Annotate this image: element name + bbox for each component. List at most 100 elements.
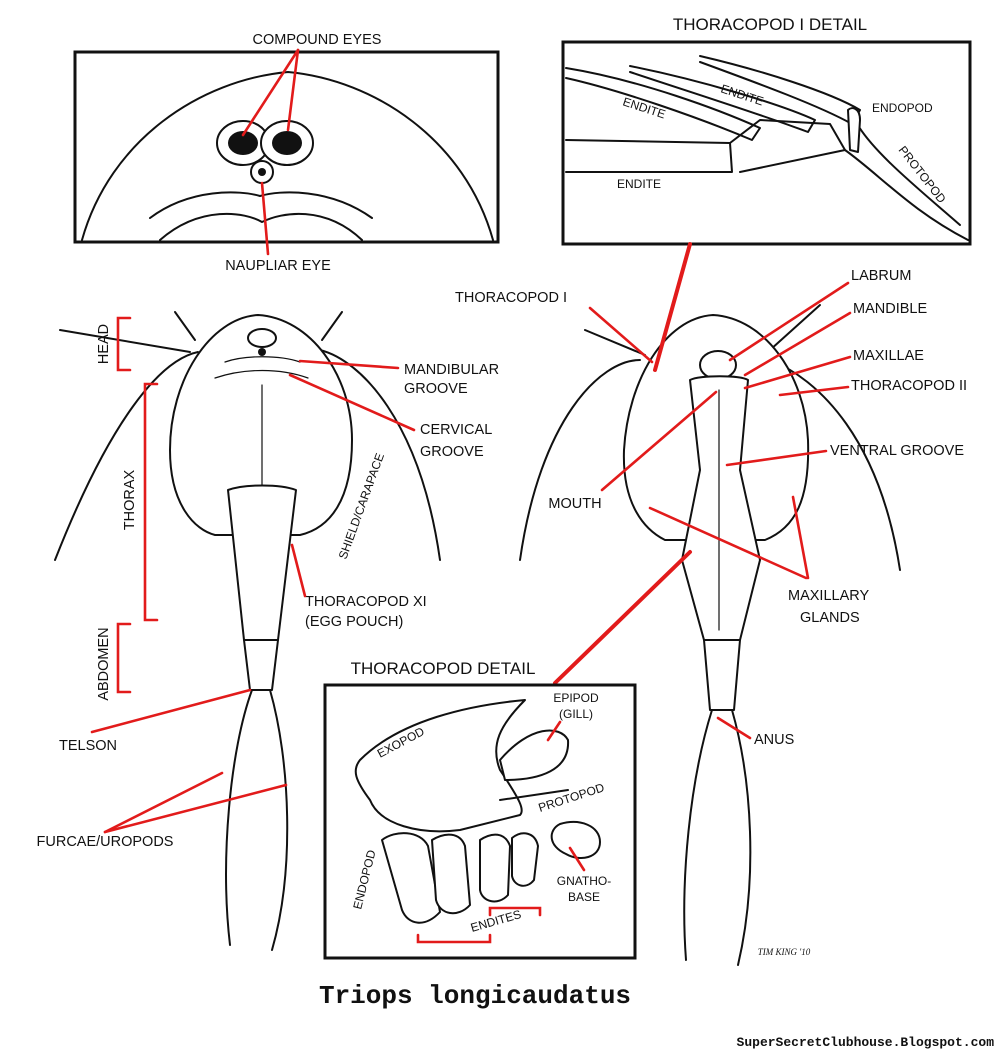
leader-naupliar-eye bbox=[260, 181, 270, 256]
label-gnathobase-2: BASE bbox=[568, 890, 600, 904]
label-thoracopod-xi-2: (EGG POUCH) bbox=[305, 614, 403, 630]
thoracopod-detail-title: THORACOPOD DETAIL bbox=[351, 659, 536, 678]
dorsal-eyes bbox=[247, 328, 277, 348]
bracket-thorax bbox=[143, 382, 159, 622]
label-mandible: MANDIBLE bbox=[853, 301, 927, 317]
leader-compound-eyes-right bbox=[286, 48, 300, 132]
naupliar-eye-dot bbox=[258, 168, 266, 176]
label-thoracopod-ii: THORACOPOD II bbox=[851, 378, 967, 394]
ventral-abdomen bbox=[703, 639, 741, 711]
dorsal-abdomen bbox=[243, 639, 279, 691]
label-labrum: LABRUM bbox=[851, 268, 911, 284]
endite-lobe-3 bbox=[479, 833, 511, 903]
endite-upper-short bbox=[699, 55, 861, 125]
label-furcae-uropods: FURCAE/UROPODS bbox=[37, 834, 174, 850]
dorsal-furca-left bbox=[225, 689, 253, 946]
label-maxillae: MAXILLAE bbox=[853, 348, 924, 364]
label-cervical-groove-1: CERVICAL bbox=[420, 422, 492, 438]
antenna-left-side bbox=[59, 329, 191, 353]
compound-eye-right-pupil bbox=[272, 131, 302, 155]
head-carapace-outline bbox=[81, 71, 494, 241]
label-anus: ANUS bbox=[754, 732, 794, 748]
endite-upper-long bbox=[565, 67, 761, 141]
leader-thoracopod-i bbox=[588, 306, 654, 364]
bracket-endites-left bbox=[416, 933, 492, 944]
head-inset: COMPOUND EYES NAUPLIAR EYE bbox=[73, 32, 500, 274]
thoracopod-one-detail-title: THORACOPOD I DETAIL bbox=[673, 15, 867, 34]
gnathobase-shape bbox=[550, 821, 601, 859]
dorsal-furca-right bbox=[269, 689, 289, 951]
leader-thoracopod-detail bbox=[553, 550, 692, 685]
leader-thoracopod-one-detail bbox=[653, 242, 692, 372]
species-name: Triops longicaudatus bbox=[319, 981, 631, 1011]
bracket-head bbox=[116, 316, 132, 372]
label-endopod-top: ENDOPOD bbox=[872, 101, 933, 115]
ventral-view: THORACOPOD I LABRUM MANDIBLE MAXILLAE TH… bbox=[455, 242, 967, 966]
label-naupliar-eye: NAUPLIAR EYE bbox=[225, 258, 331, 274]
leader-maxillary-glands-left bbox=[648, 506, 808, 580]
protopod-base bbox=[729, 119, 846, 173]
ventral-furca-right bbox=[731, 709, 752, 966]
dorsal-mandibular-groove bbox=[224, 356, 301, 363]
compound-eye-left-pupil bbox=[228, 131, 258, 155]
leader-epipod bbox=[546, 720, 562, 742]
endite-lobe-4 bbox=[511, 832, 539, 887]
leader-ventral-groove bbox=[725, 449, 828, 467]
label-mouth: MOUTH bbox=[548, 496, 601, 512]
label-epipod-2: (GILL) bbox=[559, 707, 593, 721]
antenna-left-long bbox=[54, 351, 199, 561]
ventral-antenna-left-short bbox=[584, 329, 646, 356]
label-thoracopod-xi-1: THORACOPOD XI bbox=[305, 594, 427, 610]
bracket-abdomen bbox=[116, 622, 132, 694]
label-compound-eyes: COMPOUND EYES bbox=[253, 32, 382, 48]
mandibular-groove-outline bbox=[149, 191, 373, 219]
label-telson: TELSON bbox=[59, 738, 117, 754]
leader-anus bbox=[716, 716, 752, 740]
dorsal-carapace bbox=[169, 314, 353, 536]
cervical-groove-outline bbox=[159, 212, 363, 241]
leader-thoracopod-xi bbox=[290, 543, 307, 598]
thoracopod-one-frame bbox=[561, 40, 972, 246]
label-thorax: THORAX bbox=[122, 469, 138, 530]
label-mandibular-groove-2: GROOVE bbox=[404, 381, 468, 397]
leader-mandible bbox=[743, 311, 852, 377]
ventral-body bbox=[681, 375, 761, 641]
antenna-right-long bbox=[319, 349, 441, 561]
dorsal-cervical-groove bbox=[214, 369, 309, 379]
label-gnathobase-1: GNATHO- bbox=[557, 874, 611, 888]
leader-gnathobase bbox=[568, 846, 586, 872]
protopod-lower-edge bbox=[844, 149, 969, 241]
epipod-shape bbox=[499, 729, 570, 781]
label-maxillary-glands-1: MAXILLARY bbox=[788, 588, 869, 604]
label-ventral-groove: VENTRAL GROOVE bbox=[830, 443, 964, 459]
leader-maxillae bbox=[743, 355, 852, 390]
endite-upper-middle bbox=[629, 65, 816, 133]
label-epipod-1: EPIPOD bbox=[553, 691, 599, 705]
credit-url: SuperSecretClubhouse.Blogspot.com bbox=[737, 1035, 995, 1050]
label-head: HEAD bbox=[96, 324, 112, 364]
leader-furcae-right bbox=[103, 783, 288, 834]
ventral-antenna-right-short bbox=[769, 304, 821, 351]
endite-long-lower bbox=[565, 139, 733, 173]
leader-telson bbox=[90, 688, 252, 734]
thoracopod-one-detail: THORACOPOD I DETAIL ENDITE ENDITE ENDITE… bbox=[561, 15, 972, 246]
leader-labrum bbox=[728, 281, 850, 362]
label-cervical-groove-2: GROOVE bbox=[420, 444, 484, 460]
antenna-right-short bbox=[321, 311, 343, 341]
ventral-antenna-left-long bbox=[519, 359, 641, 561]
artist-signature: TIM KING '10 bbox=[758, 947, 811, 957]
leader-cervical-groove bbox=[288, 373, 416, 432]
leader-furcae-left bbox=[103, 771, 224, 834]
endopod-shape bbox=[847, 107, 861, 153]
protopod-upper bbox=[499, 789, 569, 801]
label-maxillary-glands-2: GLANDS bbox=[800, 610, 860, 626]
ventral-labrum bbox=[699, 350, 737, 380]
dorsal-trunk bbox=[227, 484, 297, 641]
label-thoracopod-i: THORACOPOD I bbox=[455, 290, 567, 306]
label-mandibular-groove-1: MANDIBULAR bbox=[404, 362, 499, 378]
leader-thoracopod-ii bbox=[778, 385, 850, 397]
antenna-left-short bbox=[174, 311, 196, 341]
bracket-endites-right bbox=[488, 906, 542, 917]
label-endite-3: ENDITE bbox=[617, 177, 661, 191]
